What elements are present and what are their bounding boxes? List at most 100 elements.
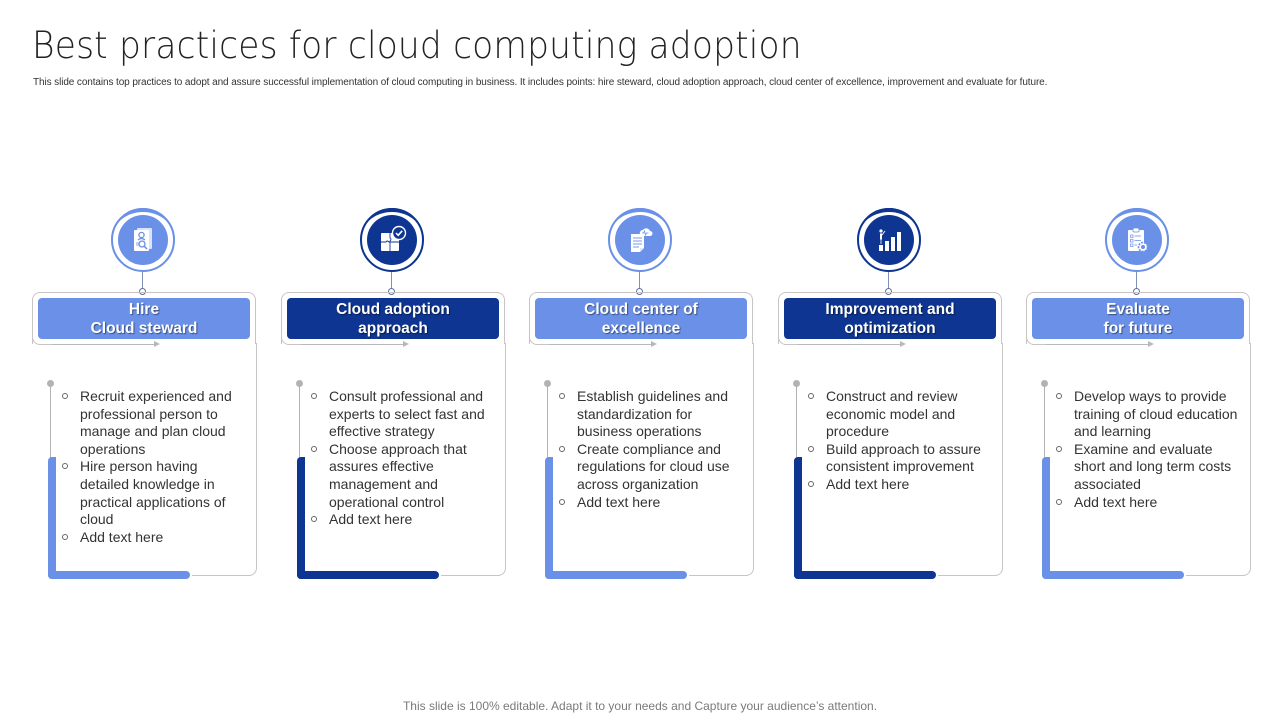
bullet-text: Construct and review economic model and … <box>826 388 958 440</box>
timeline-dot <box>544 380 551 387</box>
arrow-line <box>301 344 405 345</box>
puzzle-check-icon <box>381 225 407 251</box>
connector-line <box>1136 272 1137 290</box>
bullet-item: Establish guidelines and standardization… <box>557 388 747 441</box>
accent-bar-vertical <box>48 457 56 579</box>
practice-card-cloud-adoption: Cloud adoption approach Consult professi… <box>281 200 511 590</box>
bullet-item: Add text here <box>60 529 250 547</box>
bullet-item: Add text here <box>557 494 747 512</box>
connector-dot <box>388 288 395 295</box>
bullet-text: Add text here <box>329 511 413 528</box>
card-outline-corner <box>32 328 52 345</box>
timeline-line <box>547 384 548 460</box>
arrow-right-icon <box>154 341 160 347</box>
bullet-list: Consult professional and experts to sele… <box>309 388 499 529</box>
bullet-circle-icon <box>311 516 317 523</box>
bullet-text: Add text here <box>826 475 910 492</box>
accent-bar-vertical <box>1042 457 1050 579</box>
practice-card-hire-steward: Hire Cloud steward Recruit experienced a… <box>32 200 262 590</box>
bullet-item: Choose approach that assures effective m… <box>309 441 499 511</box>
timeline-dot <box>1041 380 1048 387</box>
connector-line <box>888 272 889 290</box>
bullet-item: Create compliance and regulations for cl… <box>557 441 747 494</box>
card-outline <box>778 292 1002 344</box>
bullet-item: Hire person having detailed knowledge in… <box>60 458 250 528</box>
arrow-line <box>798 344 902 345</box>
card-outline-body <box>441 343 506 576</box>
bullet-text: Establish guidelines and standardization… <box>577 388 728 440</box>
bullet-circle-icon <box>559 445 565 452</box>
practice-card-evaluate: Evaluate for future Develop ways to prov… <box>1026 200 1256 590</box>
card-header: Improvement and optimization <box>784 298 996 339</box>
card-header: Cloud adoption approach <box>287 298 499 339</box>
icon-badge <box>111 208 175 272</box>
arrow-line <box>549 344 653 345</box>
card-outline-body <box>689 343 754 576</box>
card-outline-corner <box>529 328 549 345</box>
accent-bar-horizontal <box>794 571 936 579</box>
connector-line <box>142 272 143 290</box>
connector-dot <box>139 288 146 295</box>
bullet-text: Add text here <box>577 493 661 510</box>
card-outline <box>1026 292 1250 344</box>
bullet-circle-icon <box>62 463 68 470</box>
bullet-text: Hire person having detailed knowledge in… <box>80 458 226 528</box>
accent-bar-horizontal <box>545 571 687 579</box>
accent-bar-horizontal <box>48 571 190 579</box>
bullet-circle-icon <box>62 393 68 399</box>
bullet-text: Add text here <box>80 528 164 545</box>
slide-subtitle: This slide contains top practices to ado… <box>33 77 1048 88</box>
bullet-text: Add text here <box>1074 493 1158 510</box>
bullet-list: Establish guidelines and standardization… <box>557 388 747 511</box>
cloud-document-icon <box>631 228 653 252</box>
bullet-list: Develop ways to provide training of clou… <box>1054 388 1244 511</box>
arrow-right-icon <box>651 341 657 347</box>
bullet-circle-icon <box>808 393 814 399</box>
card-header: Cloud center of excellence <box>535 298 747 339</box>
card-outline <box>32 292 256 344</box>
bullet-item: Examine and evaluate short and long term… <box>1054 441 1244 494</box>
resume-search-icon <box>134 228 152 251</box>
arrow-right-icon <box>1148 341 1154 347</box>
bullet-circle-icon <box>1056 393 1062 399</box>
timeline-line <box>796 384 797 460</box>
card-header: Evaluate for future <box>1032 298 1244 339</box>
bullet-circle-icon <box>559 498 565 505</box>
bullet-list: Construct and review economic model and … <box>806 388 996 494</box>
connector-line <box>639 272 640 290</box>
bullet-item: Add text here <box>309 511 499 529</box>
accent-bar-vertical <box>297 457 305 579</box>
bullet-text: Choose approach that assures effective m… <box>329 440 467 510</box>
growth-chart-icon <box>879 229 901 251</box>
card-header: Hire Cloud steward <box>38 298 250 339</box>
bullet-item: Build approach to assure consistent impr… <box>806 441 996 476</box>
clipboard-gear-icon <box>1128 227 1149 253</box>
bullet-circle-icon <box>311 393 317 399</box>
card-outline-corner <box>1026 328 1046 345</box>
bullet-list: Recruit experienced and professional per… <box>60 388 250 546</box>
bullet-text: Build approach to assure consistent impr… <box>826 440 981 475</box>
arrow-right-icon <box>403 341 409 347</box>
bullet-circle-icon <box>62 533 68 540</box>
bullet-item: Develop ways to provide training of clou… <box>1054 388 1244 441</box>
accent-bar-vertical <box>794 457 802 579</box>
bullet-item: Consult professional and experts to sele… <box>309 388 499 441</box>
bullet-text: Create compliance and regulations for cl… <box>577 440 730 492</box>
practice-card-improvement: Improvement and optimization Construct a… <box>778 200 1008 590</box>
icon-badge <box>608 208 672 272</box>
arrow-line <box>1046 344 1150 345</box>
timeline-line <box>50 384 51 460</box>
bullet-circle-icon <box>1056 498 1062 505</box>
card-outline-corner <box>281 328 301 345</box>
card-outline <box>529 292 753 344</box>
timeline-line <box>1044 384 1045 460</box>
accent-bar-horizontal <box>1042 571 1184 579</box>
icon-badge <box>857 208 921 272</box>
timeline-line <box>299 384 300 460</box>
practice-card-cloud-center: Cloud center of excellence Establish gui… <box>529 200 759 590</box>
card-outline-body <box>1186 343 1251 576</box>
bullet-text: Develop ways to provide training of clou… <box>1074 388 1238 440</box>
bullet-circle-icon <box>559 393 565 399</box>
bullet-circle-icon <box>1056 445 1062 452</box>
card-outline-body <box>192 343 257 576</box>
